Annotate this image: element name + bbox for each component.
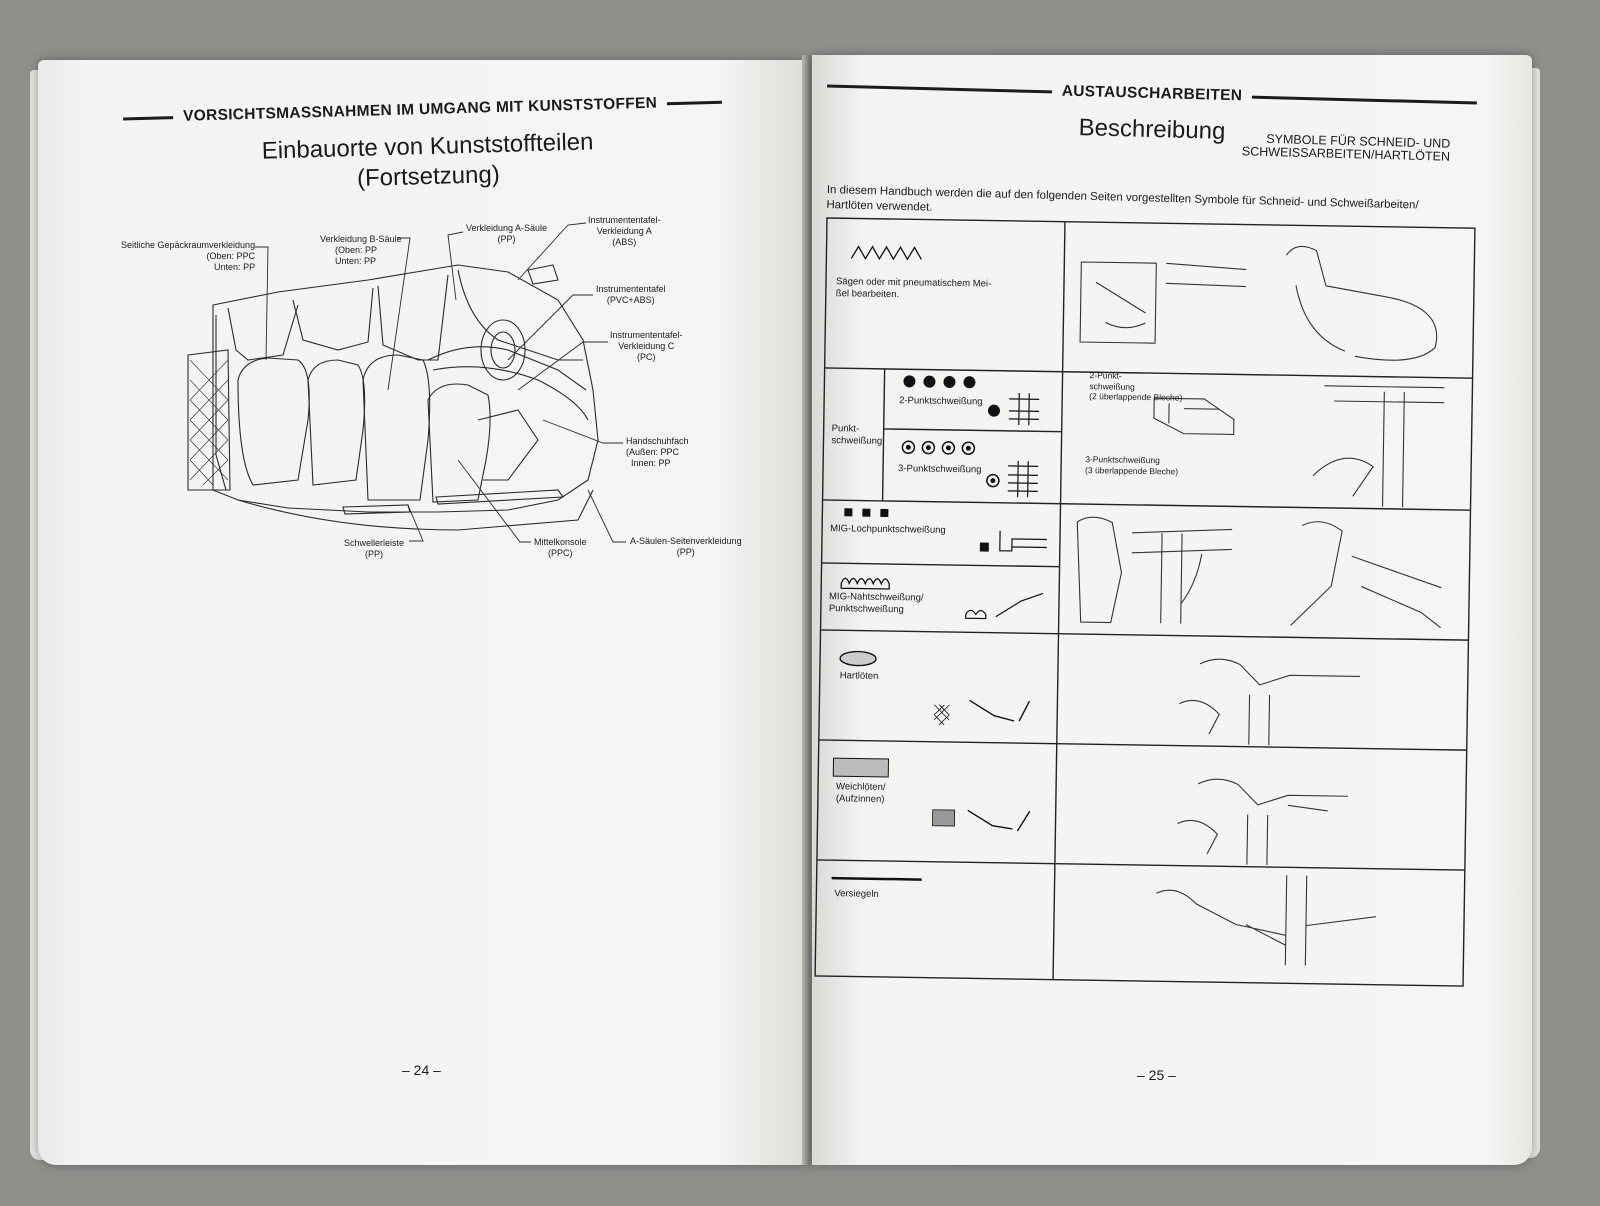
- right-page-number: – 25 –: [1137, 1067, 1176, 1083]
- header-rule: [827, 83, 1052, 93]
- note-2-punkt: 2-Punkt- schweißung (2 überlappende Blec…: [1089, 370, 1183, 403]
- label-3-punktschweissung: 3-Punktschweißung: [897, 463, 982, 476]
- callout-line: (PPC): [548, 548, 573, 558]
- callout-line: (Außen: PPC: [626, 447, 680, 457]
- callout-line: (PP): [676, 547, 695, 557]
- callout-line: Innen: PP: [631, 458, 671, 468]
- callout-gepaeckraum: Seitliche Gepäckraumverkleidung (Oben: P…: [121, 240, 255, 273]
- callout-line: Unten: PP: [214, 262, 256, 272]
- note-3-punkt: 3-Punktschweißung (3 überlappende Bleche…: [1085, 454, 1178, 476]
- label-punkt: Punkt- schweißung: [831, 423, 882, 448]
- label-line: Punkt-: [831, 423, 860, 435]
- callout-handschuhfach: Handschuhfach (Außen: PPC Innen: PP: [626, 436, 689, 469]
- callout-a-saeule: Verkleidung A-Säule (PP): [466, 223, 547, 245]
- label-saegen: Sägen oder mit pneumatischem Mei- ßel be…: [836, 276, 992, 302]
- note-line: (3 überlappende Bleche): [1085, 464, 1179, 477]
- right-page: AUSTAUSCHARBEITEN Beschreibung SYMBOLE F…: [812, 55, 1532, 1165]
- table-grid: [814, 217, 1476, 987]
- left-page: VORSICHTSMASSNAHMEN IM UMGANG MIT KUNSTS…: [38, 60, 808, 1165]
- subtitle-line: SCHWEISSARBEITEN/HARTLÖTEN: [1241, 144, 1451, 164]
- callout-line: Verkleidung C: [618, 341, 675, 351]
- callout-mittelkonsole: Mittelkonsole (PPC): [534, 537, 587, 559]
- note-line: 3-Punktschweißung: [1085, 454, 1160, 466]
- right-page-subtitle: SYMBOLE FÜR SCHNEID- UND SCHWEISSARBEITE…: [1241, 132, 1451, 164]
- callout-line: Instrumententafel-: [610, 330, 683, 340]
- callout-line: Handschuhfach: [626, 436, 689, 446]
- callout-a-saeulen-seitenverkleidung: A-Säulen-Seitenverkleidung (PP): [630, 536, 742, 558]
- callout-instrumententafel: Instrumententafel (PVC+ABS): [596, 284, 666, 306]
- callout-line: (Oben: PP: [335, 245, 378, 255]
- symbol-table: Sägen oder mit pneumatischem Mei- ßel be…: [814, 217, 1477, 988]
- label-line: Punktschweißung: [828, 603, 904, 616]
- callout-line: Verkleidung A: [596, 226, 652, 236]
- left-page-number: – 24 –: [402, 1062, 441, 1078]
- callout-line: (ABS): [612, 237, 637, 247]
- callout-line: Mittelkonsole: [534, 537, 587, 547]
- right-page-title: Beschreibung: [1078, 114, 1226, 145]
- label-line: schweißung: [831, 435, 883, 447]
- label-weichloeten: Weichlöten/ (Aufzinnen): [836, 781, 886, 806]
- label-line: ßel bearbeiten.: [835, 288, 900, 301]
- label-mig-naht: MIG-Nahtschweißung/ Punktschweißung: [829, 591, 924, 616]
- callout-line: A-Säulen-Seitenverkleidung: [630, 536, 742, 546]
- right-header-label: AUSTAUSCHARBEITEN: [1061, 82, 1243, 105]
- label-line: Weichlöten/: [835, 781, 886, 793]
- right-header: AUSTAUSCHARBEITEN: [827, 76, 1477, 111]
- callout-line: (Oben: PPC: [206, 251, 256, 261]
- header-rule: [1252, 95, 1477, 105]
- callout-line: Verkleidung B-Säule: [320, 234, 402, 244]
- callout-line: Schwellerleiste: [344, 538, 405, 548]
- callout-b-saeule: Verkleidung B-Säule (Oben: PP Unten: PP: [320, 234, 402, 267]
- label-versiegeln: Versiegeln: [834, 888, 879, 900]
- saw-icon: [850, 245, 922, 261]
- callout-line: Instrumententafel: [596, 284, 666, 294]
- label-hartloeten: Hartlöten: [839, 670, 879, 682]
- callout-line: Instrumententafel-: [588, 215, 661, 225]
- callout-schwellerleiste: Schwellerleiste (PP): [344, 538, 404, 560]
- label-mig-loch: MIG-Lochpunktschweißung: [830, 523, 946, 536]
- note-line: 2-Punkt-: [1089, 370, 1122, 381]
- callout-line: (PC): [637, 352, 656, 362]
- callout-instrumententafel-a: Instrumententafel- Verkleidung A (ABS): [588, 215, 661, 248]
- callout-line: (PP): [497, 234, 516, 244]
- callout-line: Verkleidung A-Säule: [466, 223, 548, 233]
- label-line: (Aufzinnen): [835, 793, 885, 805]
- note-line: (2 überlappende Bleche): [1089, 391, 1183, 403]
- callout-line: (PP): [365, 549, 384, 559]
- callout-instrumententafel-c: Instrumententafel- Verkleidung C (PC): [610, 330, 683, 363]
- callout-line: Unten: PP: [335, 256, 377, 266]
- callout-line: Seitliche Gepäckraumverkleidung: [121, 240, 256, 250]
- callout-line: (PVC+ABS): [606, 295, 655, 305]
- car-interior-illustration: [187, 222, 626, 543]
- label-2-punktschweissung: 2-Punktschweißung: [899, 395, 983, 408]
